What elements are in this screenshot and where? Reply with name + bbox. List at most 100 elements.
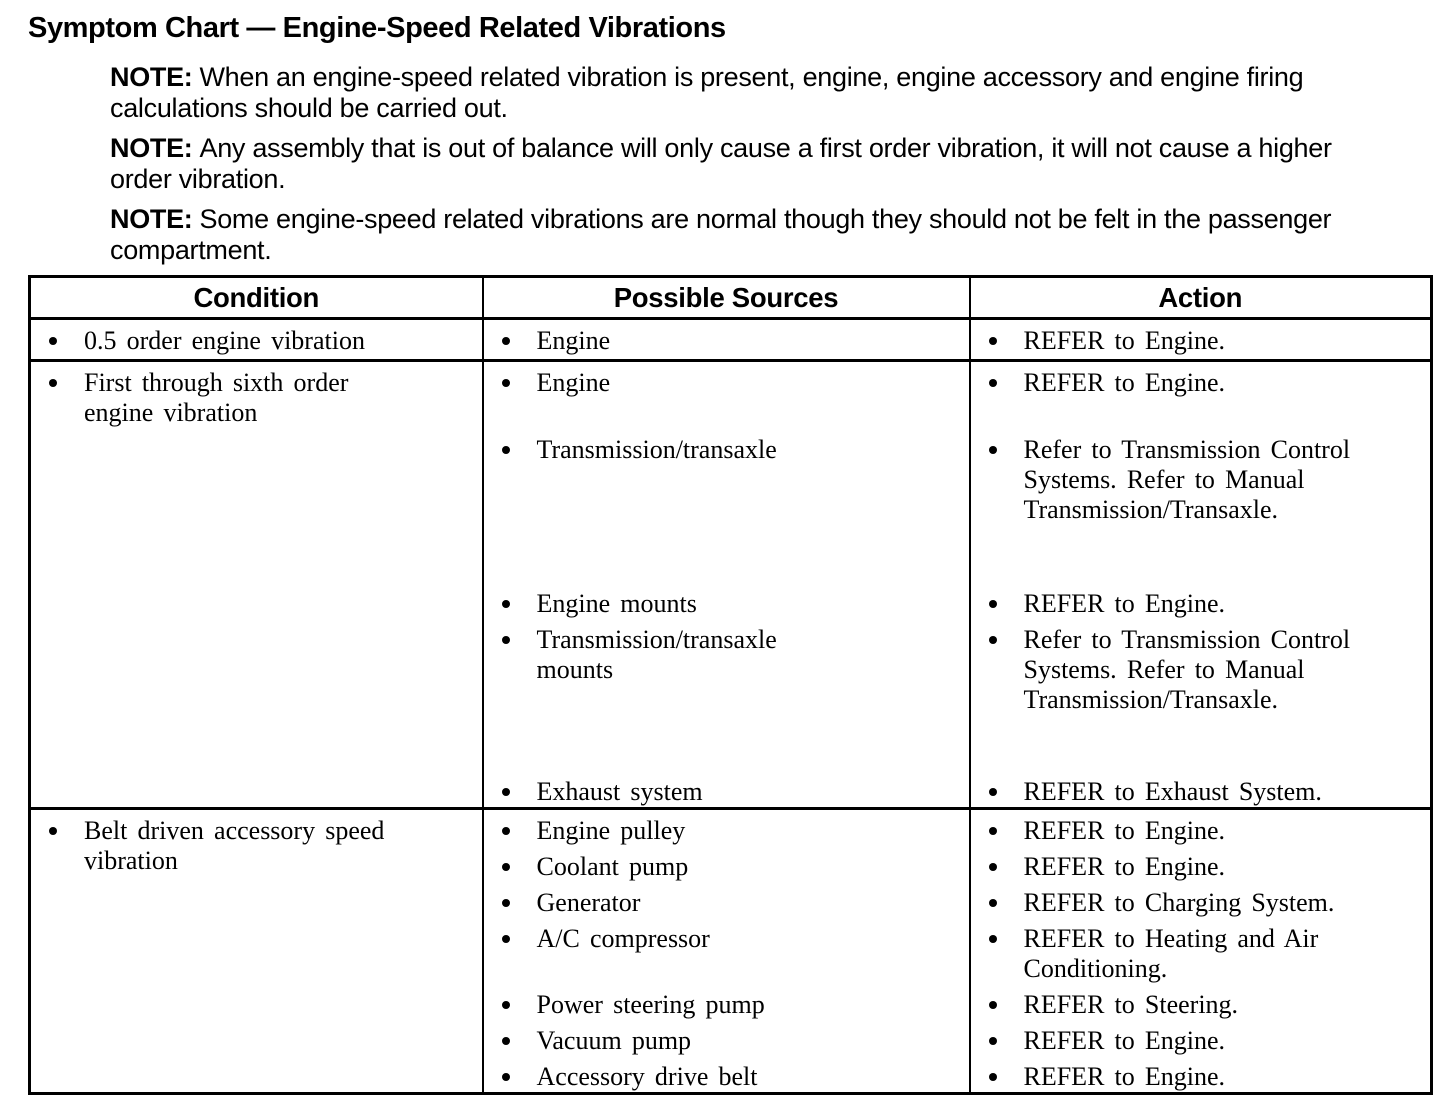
sources-cell: Engine pulley	[481, 806, 970, 846]
action-cell: REFER to Engine.	[968, 1019, 1432, 1056]
source-text: Power steering pump	[536, 989, 765, 1019]
condition-cell: First through sixth order engine vibrati…	[28, 359, 483, 808]
source-text: Vacuum pump	[536, 1025, 692, 1055]
table-subrow: Coolant pump REFER to Engine.	[30, 845, 1432, 882]
source-item: Accessory drive belt	[484, 1062, 963, 1092]
table-subrow: Engine mounts REFER to Engine.	[30, 582, 1432, 619]
action-item: REFER to Engine.	[971, 1062, 1425, 1092]
condition-cell: Belt driven accessory speed vibration	[28, 806, 483, 1093]
action-item: Refer to Transmission Control Systems. R…	[971, 625, 1425, 715]
action-text: REFER to Engine.	[1023, 815, 1226, 845]
source-item: Engine mounts	[484, 589, 963, 619]
table-subrow: Transmission/transaxle Refer to Transmis…	[30, 428, 1432, 583]
sources-cell: Engine	[481, 359, 970, 429]
action-cell: REFER to Engine.	[968, 845, 1432, 882]
action-item: REFER to Exhaust System.	[971, 777, 1425, 807]
action-item: REFER to Heating and Air Conditioning.	[971, 924, 1425, 984]
bullet-icon	[988, 934, 997, 943]
table-subrow: A/C compressor REFER to Heating and Air …	[30, 917, 1432, 984]
action-item: REFER to Engine.	[971, 816, 1425, 846]
action-text: Refer to Transmission Control Systems. R…	[1023, 434, 1351, 524]
source-text: Engine pulley	[536, 815, 686, 845]
source-text: Generator	[536, 887, 641, 917]
bullet-icon	[988, 1036, 997, 1045]
source-item: Coolant pump	[484, 852, 963, 882]
sources-cell: Transmission/transaxle mounts	[481, 618, 970, 771]
sources-cell: Generator	[481, 881, 970, 918]
action-cell: REFER to Steering.	[968, 983, 1432, 1020]
table-subrow: Transmission/transaxle mounts Refer to T…	[30, 618, 1432, 771]
note-label: NOTE:	[110, 133, 193, 163]
source-item: Engine pulley	[484, 816, 963, 846]
sources-cell: Transmission/transaxle	[481, 428, 970, 583]
bullet-icon	[49, 337, 57, 345]
condition-item: First through sixth order engine vibrati…	[31, 368, 390, 428]
bullet-icon	[501, 445, 510, 454]
bullet-icon	[501, 862, 510, 871]
condition-cell: 0.5 order engine vibration	[28, 317, 483, 361]
action-text: REFER to Charging System.	[1023, 887, 1335, 917]
bullet-icon	[501, 1072, 510, 1081]
action-text: REFER to Engine.	[1023, 1061, 1226, 1091]
bullet-icon	[988, 379, 997, 387]
action-text: REFER to Steering.	[1023, 989, 1239, 1019]
source-text: A/C compressor	[536, 923, 710, 953]
action-item: REFER to Engine.	[971, 1026, 1425, 1056]
bullet-icon	[988, 898, 997, 907]
source-item: Transmission/transaxle mounts	[484, 625, 837, 685]
page-title: Symptom Chart — Engine-Speed Related Vib…	[28, 12, 726, 44]
source-item: Vacuum pump	[484, 1026, 963, 1056]
sources-cell: Accessory drive belt	[481, 1055, 970, 1093]
action-text: REFER to Heating and Air Conditioning.	[1023, 923, 1319, 983]
source-item: Power steering pump	[484, 990, 963, 1020]
source-item: Exhaust system	[484, 777, 963, 807]
table-header-row: Condition Possible Sources Action	[28, 276, 1432, 320]
condition-item: 0.5 order engine vibration	[31, 326, 476, 356]
note-label: NOTE:	[110, 204, 193, 234]
note-text: When an engine-speed related vibration i…	[110, 62, 1304, 123]
action-cell: REFER to Charging System.	[968, 881, 1432, 918]
table-row: 0.5 order engine vibration Engine REFER …	[28, 317, 1432, 361]
action-text: REFER to Engine.	[1023, 1025, 1226, 1055]
source-item: Transmission/transaxle	[484, 435, 963, 465]
bullet-icon	[49, 826, 57, 835]
sources-cell: Engine	[481, 317, 970, 361]
symptom-table: Condition Possible Sources Action 0.5 or…	[28, 275, 1433, 1095]
bullet-icon	[988, 862, 997, 871]
bullet-icon	[988, 787, 997, 796]
note-text: Some engine-speed related vibrations are…	[110, 204, 1332, 265]
note-item: NOTE:Some engine-speed related vibration…	[110, 204, 1335, 266]
source-item: A/C compressor	[484, 924, 963, 954]
bullet-icon	[501, 635, 510, 644]
bullet-icon	[988, 445, 997, 454]
action-cell: REFER to Exhaust System.	[968, 770, 1432, 808]
condition-item: Belt driven accessory speed vibration	[31, 816, 476, 876]
source-text: Accessory drive belt	[536, 1061, 758, 1091]
condition-text: Belt driven accessory speed vibration	[84, 815, 385, 875]
source-text: Engine mounts	[536, 588, 697, 618]
action-cell: REFER to Engine.	[968, 582, 1432, 619]
action-item: REFER to Steering.	[971, 990, 1425, 1020]
sources-cell: Engine mounts	[481, 582, 970, 619]
action-cell: REFER to Engine.	[968, 1055, 1432, 1093]
note-label: NOTE:	[110, 62, 193, 92]
bullet-icon	[501, 934, 510, 943]
sources-cell: Coolant pump	[481, 845, 970, 882]
action-text: Refer to Transmission Control Systems. R…	[1023, 624, 1351, 714]
sources-cell: A/C compressor	[481, 917, 970, 984]
action-cell: REFER to Heating and Air Conditioning.	[968, 917, 1432, 984]
bullet-icon	[501, 787, 510, 796]
table-row: Belt driven accessory speed vibration En…	[28, 806, 1432, 1093]
action-cell: REFER to Engine.	[968, 359, 1432, 429]
table-subrow: Power steering pump REFER to Steering.	[30, 983, 1432, 1020]
table-subrow: Exhaust system REFER to Exhaust System.	[30, 770, 1432, 808]
action-item: REFER to Engine.	[971, 368, 1425, 398]
note-item: NOTE:Any assembly that is out of balance…	[110, 133, 1335, 195]
bullet-icon	[988, 599, 997, 608]
action-item: REFER to Engine.	[971, 589, 1425, 619]
bullet-icon	[501, 1036, 510, 1045]
table-subrow: Vacuum pump REFER to Engine.	[30, 1019, 1432, 1056]
source-item: Engine	[484, 368, 963, 398]
notes-section: NOTE:When an engine-speed related vibrat…	[110, 62, 1335, 266]
